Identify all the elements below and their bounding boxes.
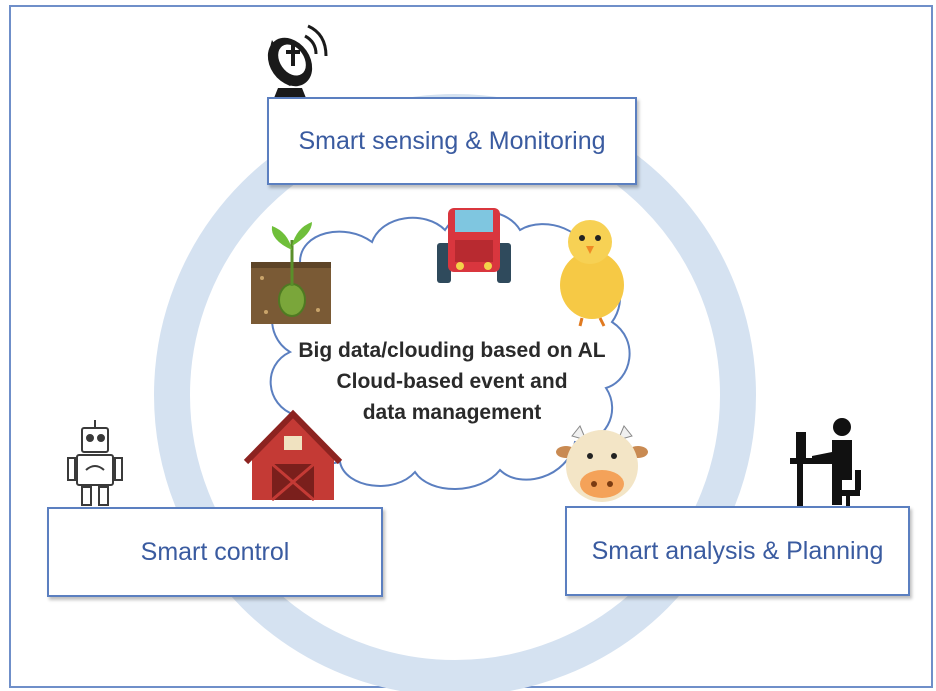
person-at-computer-icon xyxy=(790,418,861,508)
robot-icon xyxy=(67,420,123,506)
smart-analysis-planning-box: Smart analysis & Planning xyxy=(565,506,910,596)
center-text-line-3: data management xyxy=(362,401,542,424)
smart-sensing-monitoring-label: Smart sensing & Monitoring xyxy=(298,126,606,155)
tractor-icon xyxy=(437,208,511,283)
cow-icon xyxy=(556,425,648,502)
center-text-line-1: Big data/clouding based on AL xyxy=(298,339,606,362)
smart-analysis-planning-label: Smart analysis & Planning xyxy=(591,536,884,565)
smart-control-box: Smart control xyxy=(47,507,383,597)
plant-sprout-icon xyxy=(251,222,331,324)
center-text-line-2: Cloud-based event and xyxy=(336,370,568,393)
smart-sensing-monitoring-box: Smart sensing & Monitoring xyxy=(267,97,637,185)
barn-icon xyxy=(243,409,343,502)
chick-icon xyxy=(560,220,624,327)
cloud-center-text: Big data/clouding based on AL Cloud-base… xyxy=(262,335,642,428)
smart-control-label: Smart control xyxy=(140,537,290,566)
satellite-dish-icon xyxy=(267,24,328,98)
